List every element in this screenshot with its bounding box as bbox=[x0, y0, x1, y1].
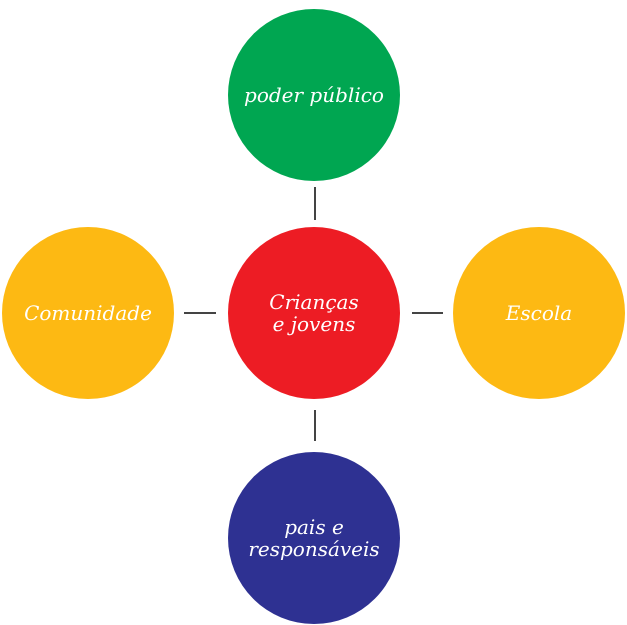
connector-top bbox=[314, 187, 316, 220]
node-pais-e-responsaveis-label: pais e responsáveis bbox=[248, 515, 380, 561]
node-escola-label: Escola bbox=[505, 301, 573, 325]
node-poder-publico-label: poder público bbox=[244, 83, 384, 107]
connector-right bbox=[412, 312, 443, 314]
connector-left bbox=[184, 312, 216, 314]
connector-bottom bbox=[314, 410, 316, 441]
node-pais-e-responsaveis: pais e responsáveis bbox=[228, 452, 400, 624]
node-escola: Escola bbox=[453, 227, 625, 399]
node-comunidade-label: Comunidade bbox=[24, 301, 152, 325]
node-criancas-e-jovens-label: Crianças e jovens bbox=[269, 290, 359, 336]
node-comunidade: Comunidade bbox=[2, 227, 174, 399]
node-poder-publico: poder público bbox=[228, 9, 400, 181]
node-criancas-e-jovens: Crianças e jovens bbox=[228, 227, 400, 399]
